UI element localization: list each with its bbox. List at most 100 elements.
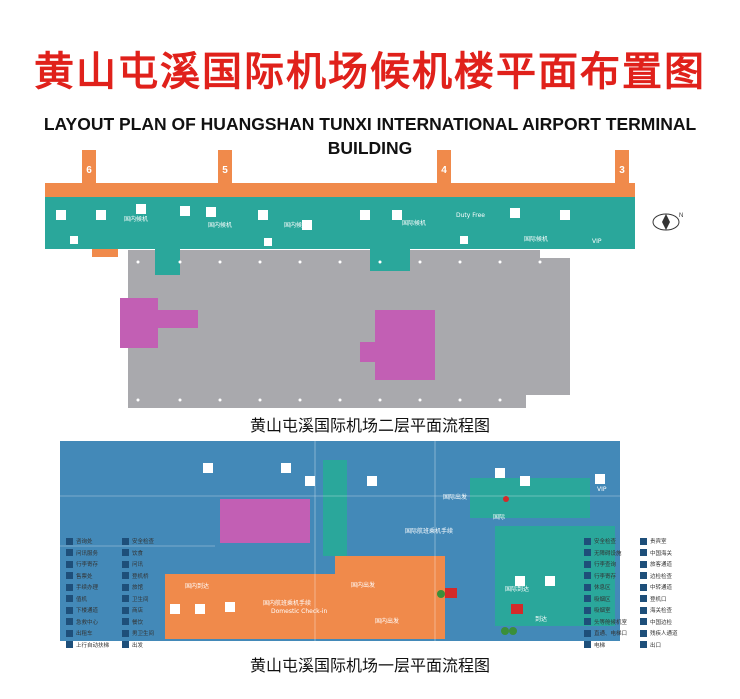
north-arrow: N <box>652 210 686 232</box>
legend-left-item: 售票处 <box>66 571 93 581</box>
legend-left-label: 值机 <box>76 596 88 603</box>
legend-right-item: 行李查询 <box>584 559 616 569</box>
legend-right-label: 登机口 <box>650 596 667 603</box>
legend-right-item: 行李寄存 <box>584 571 616 581</box>
intl-waiting-label: 国际候机 <box>402 220 427 227</box>
legend-left-item: 值机 <box>66 594 87 604</box>
floor2-caption: 黄山屯溪国际机场二层平面流程图 <box>249 416 490 435</box>
legend-symbol-icon <box>640 537 647 545</box>
legend-symbol-icon <box>66 606 73 614</box>
legend-symbol-icon <box>584 560 591 568</box>
legend-right-item: 安全检查 <box>584 536 616 546</box>
legend-left-label: 登机桥 <box>132 573 149 580</box>
legend-left-item: 餐饮 <box>122 617 143 627</box>
legend-left-label: 出租车 <box>76 631 93 637</box>
legend-symbol-icon <box>640 629 647 637</box>
legend-right-item: 吸烟室 <box>584 605 611 615</box>
legend-symbol-icon <box>584 549 591 556</box>
legend-right-label: 行李寄存 <box>594 573 617 580</box>
legend-symbol-icon <box>584 618 591 625</box>
legend-left-label: 商店 <box>132 608 144 614</box>
legend-left-label: 问讯 <box>132 562 144 568</box>
legend-right-item: 直通、电梯口 <box>584 628 627 638</box>
legend-symbol-icon <box>640 595 647 602</box>
legend-right-label: 出口 <box>650 642 662 649</box>
legend-left-label: 卫生间 <box>132 596 149 603</box>
duty-free-label: Duty Free <box>456 212 485 219</box>
legend-right-label: 吸烟区 <box>594 596 611 603</box>
legend-left-label: 售票处 <box>76 573 93 580</box>
legend-left-item: 男卫生间 <box>122 628 154 638</box>
legend-symbol-icon <box>66 549 73 556</box>
legend-left-label: 饮食 <box>132 550 144 557</box>
legend-symbol-icon <box>584 537 591 545</box>
legend-right-label: 无障碍设施 <box>594 550 622 557</box>
legend-symbol-icon <box>66 595 73 602</box>
legend-symbol-icon <box>640 618 647 625</box>
legend-left-item: 旅馆 <box>122 582 143 592</box>
vip-label: VIP <box>592 238 602 245</box>
legend-right-label: 行李查询 <box>594 562 617 568</box>
north-arrow-icon <box>662 214 670 230</box>
domestic-waiting-2-label: 国内候机 <box>208 222 233 229</box>
legend-symbol-icon <box>640 560 647 568</box>
legend-left-item: 下楼通道 <box>66 605 98 615</box>
legend-symbol-icon <box>66 537 73 545</box>
legend-right-label: 边检检查 <box>650 573 673 580</box>
legend-left-item: 出发 <box>122 640 143 650</box>
intl-waiting-2-label: 国际候机 <box>524 236 549 243</box>
legend-right-label: 吸烟室 <box>594 608 611 614</box>
legend-left-item: 安全检查 <box>122 536 154 546</box>
domestic-waiting-3-label: 国内候机 <box>284 222 309 229</box>
legend-symbol-icon <box>66 583 73 591</box>
legend-right-item: 无障碍设施 <box>584 548 622 558</box>
intl-checkin-label: 国际航班乘机手续 <box>405 528 454 535</box>
legend-left-label: 上行自动扶梯 <box>76 642 110 649</box>
legend-symbol-icon <box>640 549 647 556</box>
legend-left-label: 男卫生间 <box>132 631 155 637</box>
legend-symbol-icon <box>584 595 591 602</box>
map-title-cn: 黄山屯溪国际机场候机楼平面布置图 <box>34 49 706 95</box>
legend-right-label: 旅客通道 <box>650 562 673 568</box>
domestic-departure-2-label: 国内出发 <box>375 618 400 625</box>
legend-right-item: 残疾人通道 <box>640 628 678 638</box>
legend-symbol-icon <box>66 629 73 637</box>
domestic-departure-label: 国内出发 <box>351 582 376 589</box>
legend-symbol-icon <box>122 537 129 545</box>
floor1-plan: 国际出发 国际航班乘机手续 国内到达 国内航班乘机手续 Domestic Che… <box>55 436 625 652</box>
legend-right-label: 头等舱候机室 <box>594 619 628 626</box>
legend-right-label: 安全检查 <box>594 539 617 545</box>
legend-left-item: 手续办理 <box>66 582 98 592</box>
legend-symbol-icon <box>66 560 73 568</box>
domestic-checkin-label: 国内航班乘机手续 <box>263 600 312 607</box>
legend-symbol-icon <box>122 606 129 614</box>
legend-left-item: 登机桥 <box>122 571 149 581</box>
legend-symbol-icon <box>584 606 591 614</box>
legend-left-label: 下楼通道 <box>76 608 99 614</box>
domestic-checkin-en-label: Domestic Check-in <box>271 608 328 615</box>
legend-right: 安全检查无障碍设施行李查询行李寄存休息区吸烟区吸烟室头等舱候机室直通、电梯口电梯… <box>584 536 694 654</box>
legend-left-label: 出发 <box>132 642 144 649</box>
legend-right-item: 中国海关 <box>640 548 672 558</box>
legend-symbol-icon <box>584 572 591 579</box>
legend-symbol-icon <box>122 549 129 556</box>
legend-left-item: 问讯服务 <box>66 548 98 558</box>
legend-right-item: 吸烟区 <box>584 594 611 604</box>
legend-left-label: 行李寄存 <box>76 562 99 568</box>
legend-right-label: 中国边检 <box>650 619 673 626</box>
legend-left-label: 咨询处 <box>76 539 93 545</box>
legend-symbol-icon <box>640 606 647 614</box>
legend-symbol-icon <box>122 629 129 637</box>
legend-left-item: 卫生间 <box>122 594 149 604</box>
gate-5-label: 5 <box>222 165 228 176</box>
legend-right-label: 休息区 <box>594 585 611 591</box>
legend-symbol-icon <box>122 572 129 579</box>
legend-right-label: 海关检查 <box>650 608 673 614</box>
legend-left-label: 急救中心 <box>76 619 99 626</box>
legend-right-label: 电梯 <box>594 642 606 649</box>
gate-3-label: 3 <box>619 165 625 176</box>
legend-left-label: 手续办理 <box>76 585 99 591</box>
legend-right-item: 旅客通道 <box>640 559 672 569</box>
legend-right-label: 残疾人通道 <box>650 631 678 637</box>
intl-departure-label: 国际出发 <box>443 494 468 501</box>
